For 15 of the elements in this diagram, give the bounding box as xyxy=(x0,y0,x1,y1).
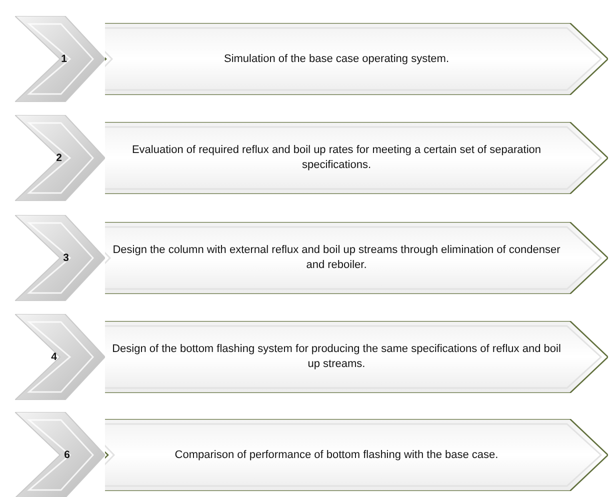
step-description: Design the column with external reflux and boil up streams through elimination of condenser and reboiler. xyxy=(112,243,562,273)
step-number: 1 xyxy=(60,52,68,67)
chevron-shape xyxy=(15,314,105,400)
step-number: 6 xyxy=(63,448,71,463)
step-number: 4 xyxy=(50,350,58,365)
chevron-shape xyxy=(15,412,105,497)
step-description: Design of the bottom flashing system for producing the same specifications of reflux and boil up streams. xyxy=(111,342,562,372)
step-description: Simulation of the base case operating system. xyxy=(222,52,450,67)
step-number: 3 xyxy=(62,251,70,266)
chevron-shape xyxy=(15,16,105,102)
chevron-shape xyxy=(15,215,105,301)
step-description: Evaluation of required reflux and boil up rates for meeting a certain set of separation specifications. xyxy=(130,143,542,173)
chevron-shape xyxy=(15,115,105,201)
step-description: Comparison of performance of bottom flashing with the base case. xyxy=(174,448,500,463)
step-number: 2 xyxy=(55,151,63,166)
